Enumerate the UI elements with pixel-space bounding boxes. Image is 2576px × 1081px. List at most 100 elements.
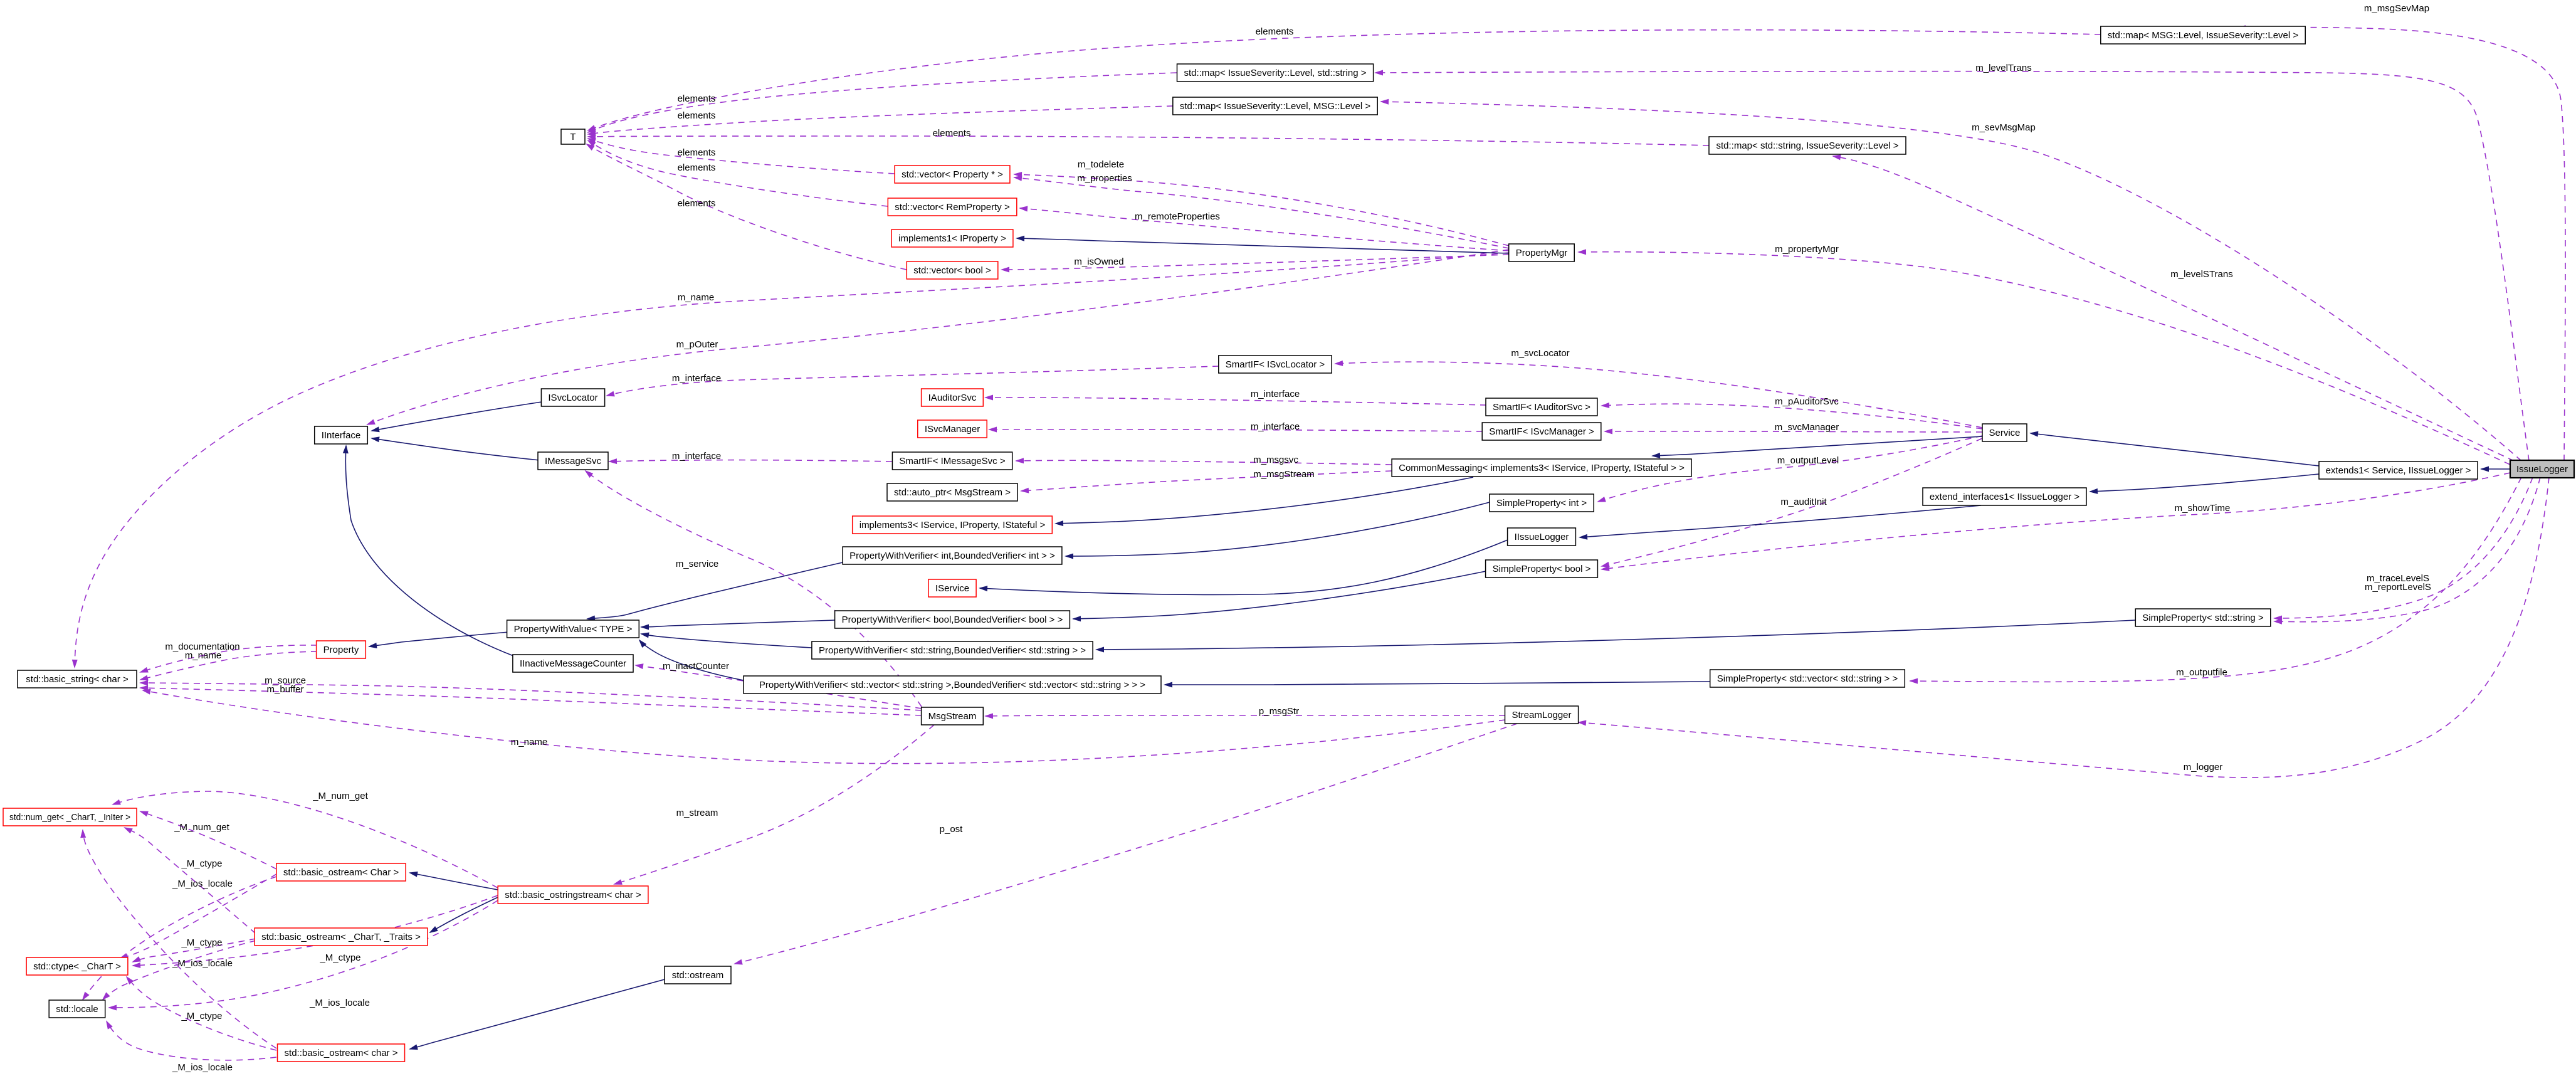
svg-text:SimpleProperty< std::string >: SimpleProperty< std::string >: [2142, 613, 2264, 623]
svg-text:IMessageSvc: IMessageSvc: [545, 456, 602, 467]
svg-text:m_service: m_service: [676, 559, 718, 569]
svg-text:p_ost: p_ost: [940, 824, 964, 835]
svg-text:implements3< IService, IProper: implements3< IService, IProperty, IState…: [860, 520, 1046, 530]
svg-text:elements: elements: [678, 93, 716, 104]
svg-text:_M_ctype: _M_ctype: [181, 937, 222, 948]
svg-text:m_svcManager: m_svcManager: [1775, 422, 1839, 433]
svg-text:m_name: m_name: [185, 650, 221, 661]
svg-text:m_svcLocator: m_svcLocator: [1511, 348, 1569, 359]
svg-text:m_interface: m_interface: [672, 373, 721, 384]
svg-text:m_name: m_name: [678, 292, 714, 303]
svg-text:m_interface: m_interface: [1251, 389, 1300, 399]
svg-text:PropertyWithValue< TYPE >: PropertyWithValue< TYPE >: [514, 624, 633, 635]
svg-text:m_outputLevel: m_outputLevel: [1777, 455, 1839, 466]
svg-text:m_msgsvc: m_msgsvc: [1253, 455, 1298, 465]
svg-text:m_remoteProperties: m_remoteProperties: [1135, 211, 1220, 222]
svg-text:std::vector< RemProperty >: std::vector< RemProperty >: [895, 202, 1010, 213]
svg-text:m_reportLevelS: m_reportLevelS: [2365, 582, 2431, 593]
svg-text:std::num_get< _CharT, _InIter: std::num_get< _CharT, _InIter >: [9, 812, 130, 823]
svg-text:std::map< IssueSeverity::Level: std::map< IssueSeverity::Level, std::str…: [1184, 68, 1367, 78]
svg-text:m_isOwned: m_isOwned: [1074, 256, 1123, 267]
svg-text:m_interface: m_interface: [672, 451, 721, 461]
svg-text:p_msgStr: p_msgStr: [1259, 706, 1299, 717]
svg-text:PropertyMgr: PropertyMgr: [1516, 248, 1568, 258]
svg-text:std::basic_string< char >: std::basic_string< char >: [26, 674, 129, 685]
svg-text:std::map< MSG::Level, IssueSev: std::map< MSG::Level, IssueSeverity::Lev…: [2108, 30, 2299, 41]
svg-text:StreamLogger: StreamLogger: [1511, 710, 1571, 720]
svg-text:m_showTime: m_showTime: [2175, 503, 2231, 514]
svg-text:SmartIF< IAuditorSvc >: SmartIF< IAuditorSvc >: [1493, 402, 1590, 413]
svg-text:_M_ctype: _M_ctype: [181, 858, 222, 869]
svg-text:_M_ctype: _M_ctype: [181, 1011, 222, 1021]
svg-text:_M_ctype: _M_ctype: [319, 952, 360, 963]
svg-text:IService: IService: [935, 583, 969, 594]
svg-text:ISvcLocator: ISvcLocator: [548, 393, 597, 403]
svg-text:m_outputfile: m_outputfile: [2176, 667, 2227, 678]
svg-text:_M_ios_locale: _M_ios_locale: [172, 958, 233, 969]
svg-text:m_msgStream: m_msgStream: [1253, 469, 1315, 480]
svg-text:m_logger: m_logger: [2184, 762, 2223, 773]
svg-text:_M_ios_locale: _M_ios_locale: [172, 1062, 233, 1073]
svg-text:m_stream: m_stream: [676, 808, 718, 818]
svg-text:std::map< std::string, IssueSe: std::map< std::string, IssueSeverity::Le…: [1716, 140, 1899, 151]
svg-text:elements: elements: [678, 147, 716, 158]
svg-text:m_inactCounter: m_inactCounter: [663, 661, 729, 672]
svg-text:std::basic_ostream< char >: std::basic_ostream< char >: [285, 1048, 398, 1058]
svg-text:m_todelete: m_todelete: [1078, 159, 1124, 170]
svg-text:ISvcManager: ISvcManager: [925, 424, 980, 435]
svg-text:std::ostream: std::ostream: [672, 970, 724, 981]
svg-text:elements: elements: [1256, 26, 1294, 37]
svg-text:IInactiveMessageCounter: IInactiveMessageCounter: [520, 658, 626, 669]
svg-text:IInterface: IInterface: [322, 430, 361, 441]
svg-text:std::ctype< _CharT >: std::ctype< _CharT >: [33, 961, 121, 972]
svg-text:m_documentation: m_documentation: [165, 641, 239, 652]
svg-text:SimpleProperty< int >: SimpleProperty< int >: [1496, 498, 1587, 509]
svg-text:m_interface: m_interface: [1251, 421, 1300, 432]
svg-text:elements: elements: [678, 198, 716, 209]
svg-text:Service: Service: [1989, 428, 2020, 438]
svg-text:m_levelTrans: m_levelTrans: [1975, 63, 2031, 73]
svg-text:_M_num_get: _M_num_get: [312, 791, 368, 801]
svg-text:_M_ios_locale: _M_ios_locale: [172, 878, 233, 889]
svg-text:MsgStream: MsgStream: [928, 711, 977, 722]
svg-text:SmartIF< ISvcLocator >: SmartIF< ISvcLocator >: [1226, 359, 1325, 370]
svg-text:T: T: [570, 132, 576, 142]
svg-text:_M_num_get: _M_num_get: [174, 822, 229, 833]
svg-text:std::map< IssueSeverity::Level: std::map< IssueSeverity::Level, MSG::Lev…: [1180, 101, 1371, 112]
svg-text:m_source: m_source: [265, 675, 306, 686]
svg-text:IAuditorSvc: IAuditorSvc: [928, 393, 977, 403]
svg-text:PropertyWithVerifier< std::str: PropertyWithVerifier< std::string,Bounde…: [819, 645, 1086, 656]
svg-text:SmartIF< IMessageSvc >: SmartIF< IMessageSvc >: [899, 456, 1005, 467]
svg-text:std::basic_ostream< _CharT, _T: std::basic_ostream< _CharT, _Traits >: [261, 932, 421, 942]
svg-text:m_buffer: m_buffer: [267, 684, 304, 695]
svg-text:SimpleProperty< bool >: SimpleProperty< bool >: [1493, 564, 1591, 574]
svg-text:std::basic_ostream< Char >: std::basic_ostream< Char >: [283, 867, 399, 878]
svg-text:std::vector< Property * >: std::vector< Property * >: [902, 169, 1003, 180]
svg-text:CommonMessaging< implements3<: CommonMessaging< implements3< IService, …: [1399, 463, 1685, 473]
svg-text:implements1< IProperty >: implements1< IProperty >: [898, 233, 1006, 244]
svg-text:m_properties: m_properties: [1077, 173, 1132, 184]
svg-text:IIssueLogger: IIssueLogger: [1515, 532, 1569, 542]
svg-text:extends1< Service, IIssueLogge: extends1< Service, IIssueLogger >: [2326, 465, 2471, 476]
svg-text:m_pOuter: m_pOuter: [676, 339, 718, 350]
svg-text:m_traceLevelS: m_traceLevelS: [2367, 573, 2429, 584]
svg-text:SmartIF< ISvcManager >: SmartIF< ISvcManager >: [1489, 426, 1594, 437]
svg-text:_M_ios_locale: _M_ios_locale: [309, 998, 370, 1008]
svg-text:extend_interfaces1< IIssueLogg: extend_interfaces1< IIssueLogger >: [1930, 492, 2080, 502]
svg-text:m_name: m_name: [511, 737, 547, 747]
svg-text:elements: elements: [678, 110, 716, 121]
svg-text:std::basic_ostringstream< char: std::basic_ostringstream< char >: [505, 890, 641, 900]
svg-text:std::vector< bool >: std::vector< bool >: [913, 265, 991, 276]
svg-text:PropertyWithVerifier< bool,Bou: PropertyWithVerifier< bool,BoundedVerifi…: [842, 614, 1063, 625]
svg-text:std::locale: std::locale: [56, 1004, 98, 1015]
svg-text:m_msgSevMap: m_msgSevMap: [2364, 3, 2429, 14]
svg-text:m_sevMsgMap: m_sevMsgMap: [1972, 122, 2036, 133]
svg-text:m_auditInit: m_auditInit: [1780, 497, 1827, 507]
svg-text:PropertyWithVerifier< std::vec: PropertyWithVerifier< std::vector< std::…: [759, 680, 1145, 690]
svg-text:Property: Property: [323, 645, 359, 655]
svg-text:std::auto_ptr< MsgStream >: std::auto_ptr< MsgStream >: [894, 487, 1011, 498]
svg-text:m_pAuditorSvc: m_pAuditorSvc: [1775, 396, 1839, 407]
svg-text:elements: elements: [933, 128, 971, 139]
svg-text:IssueLogger: IssueLogger: [2516, 464, 2568, 475]
svg-text:PropertyWithVerifier< int,Boun: PropertyWithVerifier< int,BoundedVerifie…: [849, 551, 1055, 561]
